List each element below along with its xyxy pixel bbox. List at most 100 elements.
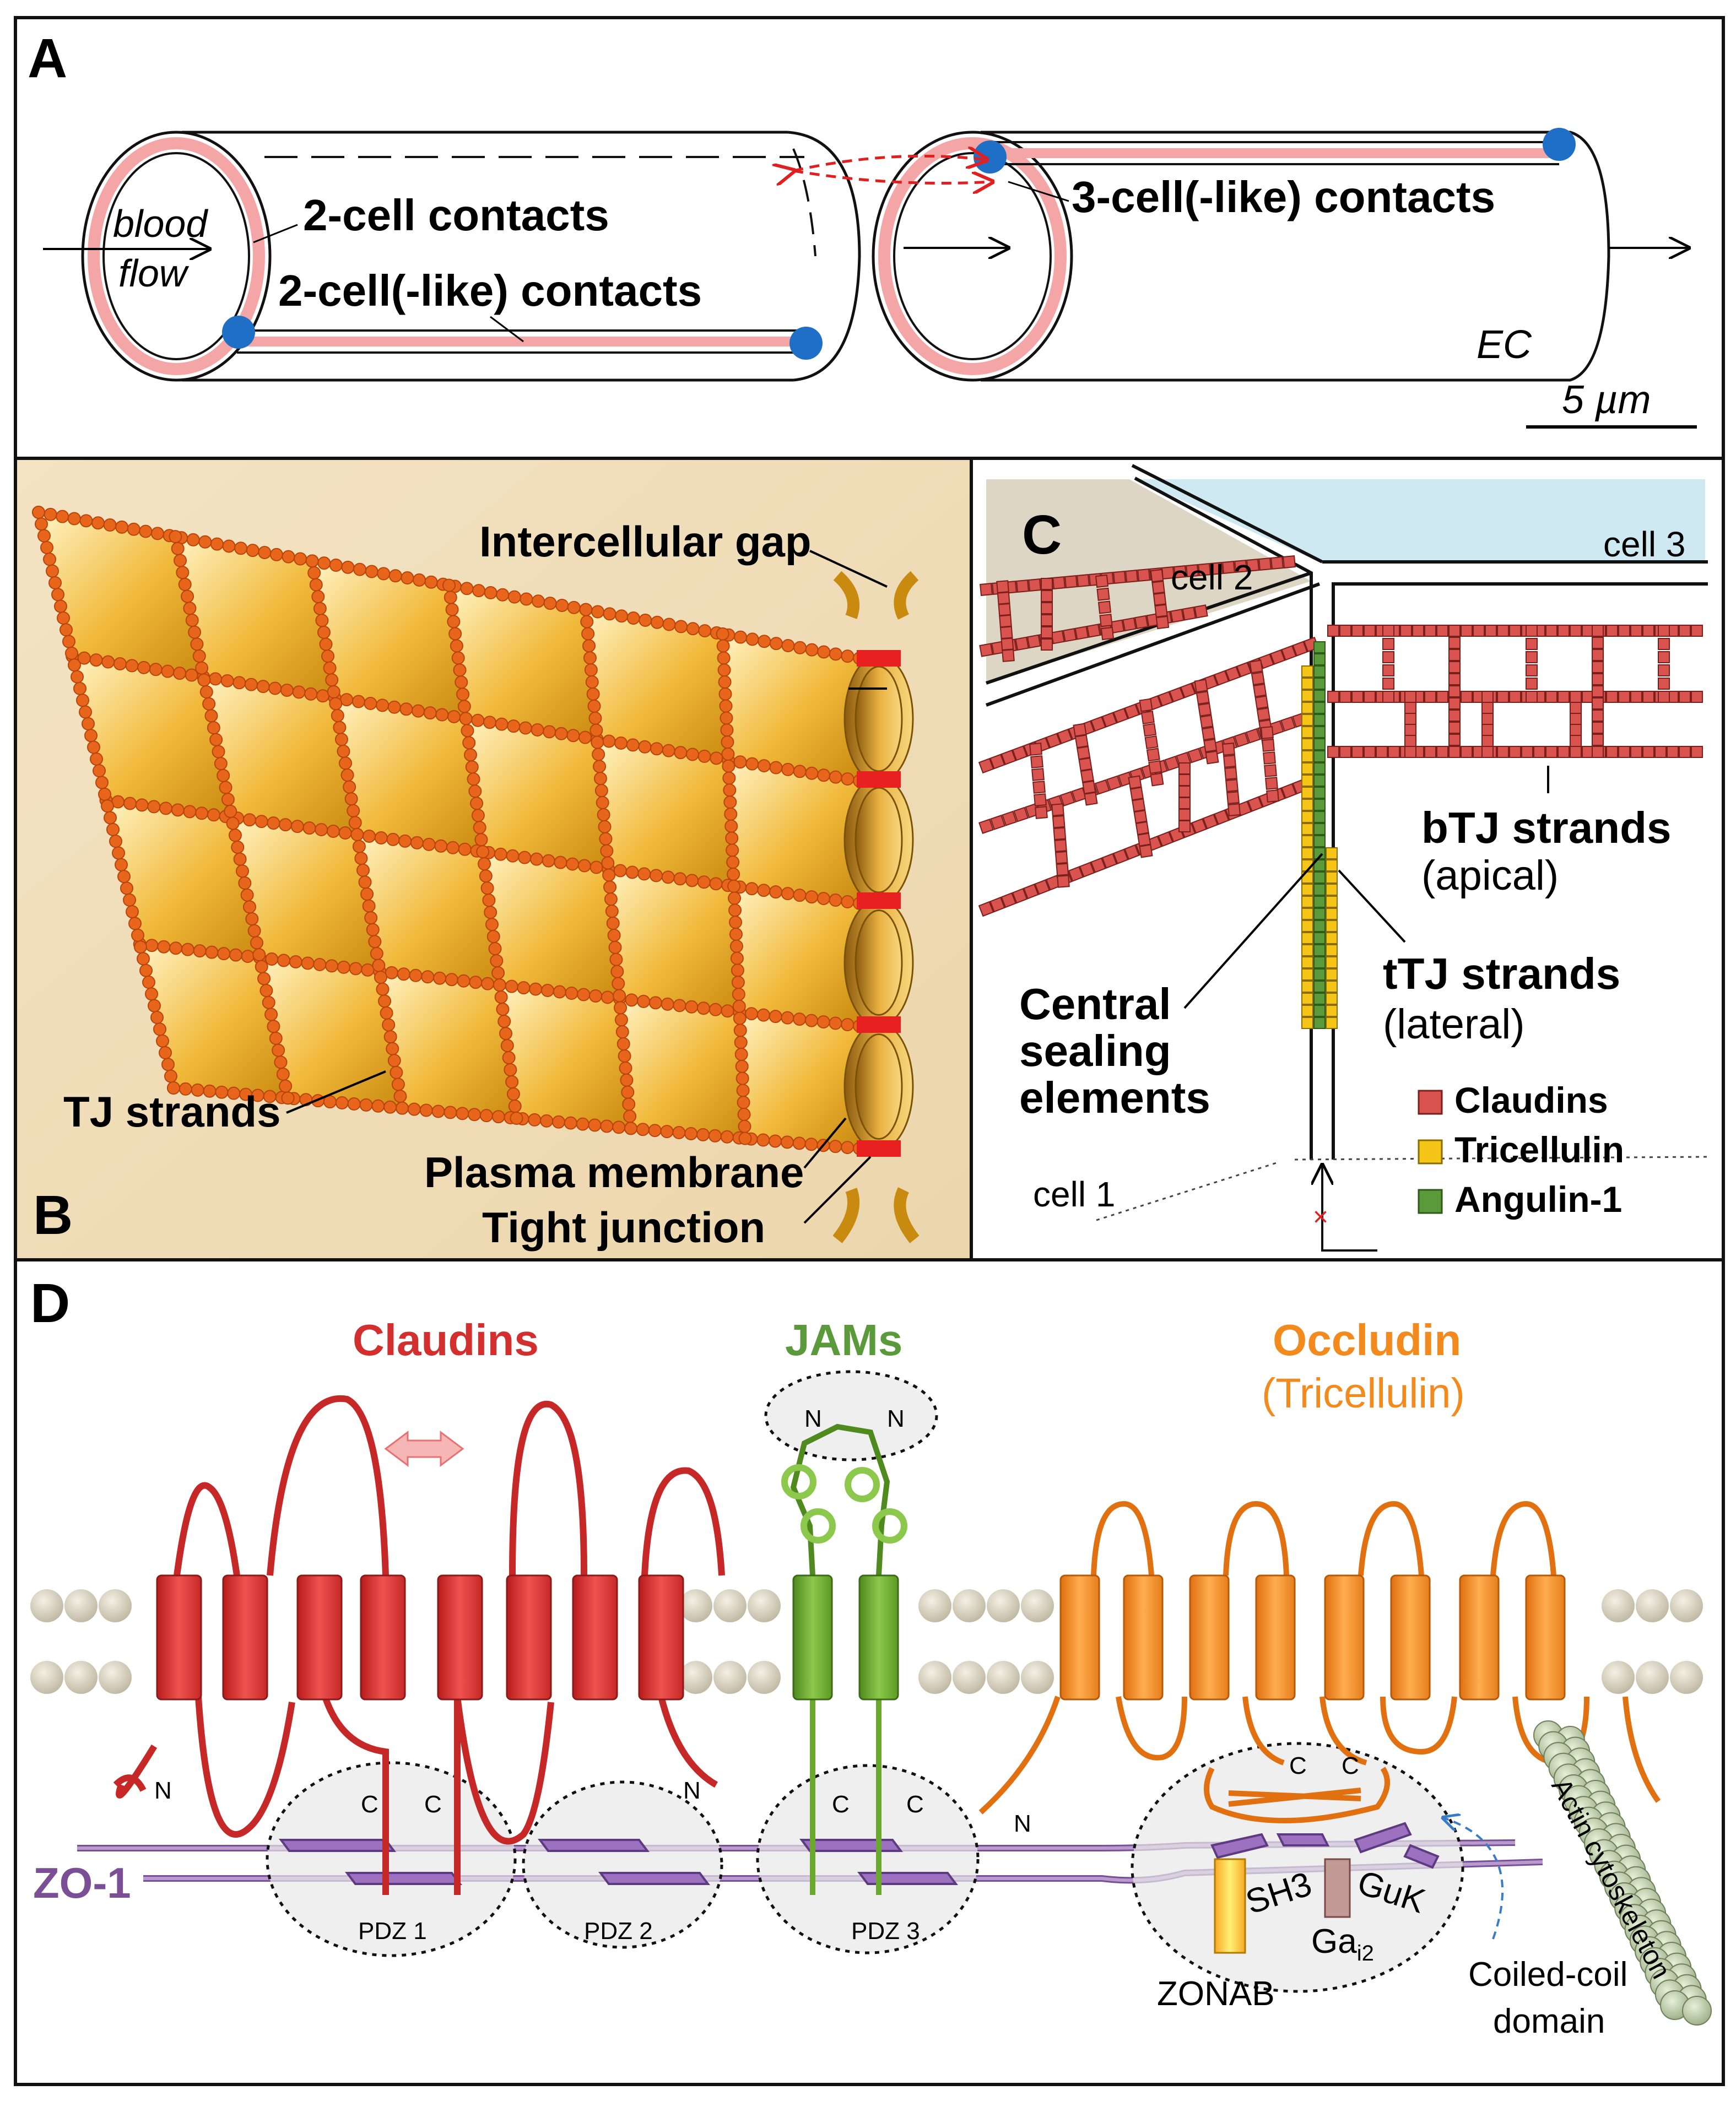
tj-strand-particle xyxy=(217,768,230,782)
tj-strand-particle xyxy=(607,928,621,942)
tj-strand-particle xyxy=(444,591,457,604)
claudin-block xyxy=(1140,711,1155,724)
tj-strand-particle xyxy=(422,837,436,851)
tricellulin-block xyxy=(1301,799,1313,811)
claudin-block xyxy=(989,896,1005,913)
angulin-block xyxy=(1313,811,1326,823)
tj-strand-particle xyxy=(479,1109,493,1123)
claudin-block xyxy=(1557,691,1570,703)
claudin-block xyxy=(1137,568,1150,582)
claudin-block xyxy=(1473,625,1485,637)
claudin-block xyxy=(1158,691,1173,707)
angulin-block xyxy=(1313,653,1326,665)
tj-strand-particle xyxy=(497,1015,511,1028)
claudin-block xyxy=(1382,664,1394,676)
occludin-c-terminus-right: C xyxy=(1342,1752,1359,1779)
tj-strand-particle xyxy=(294,552,307,566)
tj-strand-particle xyxy=(793,1012,807,1026)
claudin-block xyxy=(1526,638,1538,650)
tj-strand-particle xyxy=(334,733,348,746)
tj-strand-particle xyxy=(264,1008,278,1021)
claudin-block xyxy=(1557,746,1570,758)
tj-strand-particle xyxy=(564,1116,577,1130)
claudin-block xyxy=(1031,768,1045,781)
tj-strand-particle xyxy=(805,766,819,780)
tj-strand-particle xyxy=(290,820,304,833)
claudin-block xyxy=(1134,615,1149,630)
claudin-block xyxy=(1210,562,1223,575)
claudin-block xyxy=(1497,691,1509,703)
tj-strand-particle xyxy=(276,1067,290,1081)
tj-strand-particle xyxy=(57,611,70,625)
tj-strand-particle xyxy=(329,697,343,711)
claudin-block xyxy=(1170,609,1185,623)
claudin-block xyxy=(1570,746,1582,758)
tj-strand-particle xyxy=(602,734,616,748)
cell-3-label: cell 3 xyxy=(1603,524,1685,564)
tj-strand-particle xyxy=(93,764,106,778)
claudin-block xyxy=(980,583,993,596)
tj-strand-particle xyxy=(137,952,150,966)
claudin-block xyxy=(1262,739,1275,752)
tj-strand-particle xyxy=(393,1090,407,1103)
panel-d-label: D xyxy=(30,1272,70,1334)
claudin-block xyxy=(1173,565,1187,578)
tj-strand-particle xyxy=(382,1018,396,1032)
claudin-block xyxy=(1545,691,1557,703)
claudin-block xyxy=(1124,703,1140,719)
tj-strand-particle xyxy=(197,673,211,687)
tj-strand-particle xyxy=(733,755,747,769)
claudin-block xyxy=(1097,600,1112,614)
tj-strand-particle xyxy=(738,1131,752,1145)
coiled-coil-label: Coiled-coil xyxy=(1468,1956,1627,1994)
claudin-block xyxy=(1412,625,1424,637)
tj-strand-particle xyxy=(246,544,259,557)
claudin-block xyxy=(1225,665,1241,682)
claudin-block xyxy=(1265,777,1278,790)
tj-strand-particle xyxy=(485,918,499,932)
lipid-head xyxy=(748,1661,781,1694)
angulin-block xyxy=(1313,993,1326,1005)
tricellulin-block xyxy=(1326,956,1338,968)
tj-strand-particle xyxy=(724,819,738,833)
tj-tile xyxy=(39,512,204,677)
tricellulin-block xyxy=(1301,932,1313,944)
tj-strand-particle xyxy=(161,664,175,678)
sh3-guk-region: SH3 GuK Gai2 ZONAB Coiled-coil domain xyxy=(1157,1818,1627,2040)
tj-strand-particle xyxy=(202,697,216,711)
angulin-block xyxy=(1313,859,1326,871)
tj-tile xyxy=(139,944,288,1098)
tricellulin-block xyxy=(1301,775,1313,787)
tj-strand-particle xyxy=(584,663,598,677)
tj-strand-particle xyxy=(716,639,730,653)
zo1-label: ZO-1 xyxy=(33,1859,131,1907)
tj-strand-particle xyxy=(841,772,855,786)
claudin-block xyxy=(1570,691,1582,703)
tight-junction-label: Tight junction xyxy=(482,1203,765,1252)
tj-strand-particle xyxy=(447,615,461,629)
claudin-block xyxy=(1028,578,1041,592)
claudin-block xyxy=(1364,625,1376,637)
tj-strand-particle xyxy=(79,705,92,719)
tricellulin-block xyxy=(1301,908,1313,920)
tj-strand-particle xyxy=(463,748,477,762)
claudin-block xyxy=(1404,713,1416,725)
claudin-block xyxy=(1269,649,1286,665)
tj-strand-particle xyxy=(685,874,699,887)
claudin-block xyxy=(1205,750,1219,765)
tj-strand-particle xyxy=(484,906,497,919)
claudin-block xyxy=(1339,746,1351,758)
tj-strand-particle xyxy=(804,1014,818,1027)
tj-strand-particle xyxy=(434,839,448,853)
claudin-block xyxy=(1281,645,1297,661)
angulin-block xyxy=(1313,968,1326,981)
tj-strand-particle xyxy=(247,924,261,938)
claudin-block xyxy=(1191,818,1207,834)
claudin-block xyxy=(1497,625,1509,637)
zonab-block xyxy=(1214,1858,1246,1954)
lipid-head xyxy=(953,1661,986,1694)
tj-strand-particle xyxy=(592,748,605,761)
tj-strand-particle xyxy=(447,710,461,723)
tj-strand-particle xyxy=(153,1022,166,1036)
tj-strand-particle xyxy=(397,967,410,981)
